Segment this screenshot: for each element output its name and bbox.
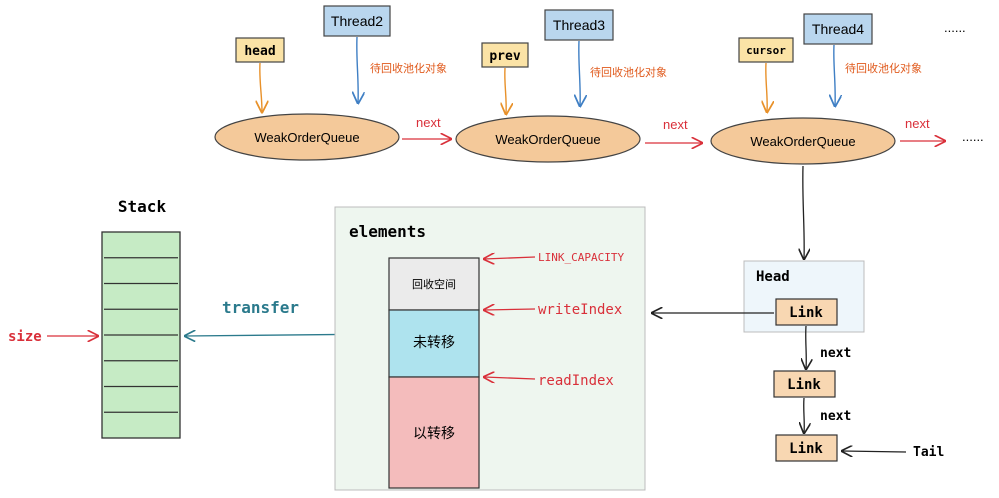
head-pointer-label: head bbox=[244, 44, 275, 59]
weak-order-queue-2-label: WeakOrderQueue bbox=[495, 132, 600, 147]
segment-pending bbox=[388, 309, 480, 378]
segment-pending-label: 未转移 bbox=[413, 335, 455, 351]
thread2-arrow bbox=[357, 36, 358, 103]
head-panel-title: Head bbox=[756, 269, 790, 285]
prev-pointer-box bbox=[481, 42, 529, 68]
elements-panel bbox=[334, 206, 646, 491]
weak-order-queue-3 bbox=[710, 117, 896, 165]
thread3-note: 待回收池化对象 bbox=[590, 65, 667, 79]
size-label: size bbox=[8, 329, 42, 345]
tail-label: Tail bbox=[913, 445, 944, 460]
head-pointer-arrow bbox=[260, 62, 262, 112]
prev-pointer-label: prev bbox=[489, 49, 520, 64]
thread2-box bbox=[323, 5, 391, 37]
link-capacity-arrow bbox=[484, 257, 536, 259]
queue-group-1: head Thread2 待回收池化对象 WeakOrderQueue next bbox=[214, 5, 451, 161]
thread3-box bbox=[544, 9, 614, 41]
stack-slots bbox=[104, 257, 178, 413]
thread4-box bbox=[803, 13, 873, 45]
read-index-label: readIndex bbox=[538, 373, 614, 389]
prev-pointer-arrow bbox=[505, 67, 506, 114]
queue1-next-label: next bbox=[416, 115, 441, 130]
cursor-pointer-box bbox=[738, 37, 794, 63]
segment-free bbox=[388, 257, 480, 311]
elements-group: elements 回收空间 未转移 以转移 LINK_CAPACITY writ… bbox=[334, 206, 646, 491]
read-index-arrow bbox=[484, 377, 536, 379]
thread4-label: Thread4 bbox=[812, 21, 864, 37]
segment-free-label: 回收空间 bbox=[412, 277, 456, 291]
elements-title: elements bbox=[349, 222, 426, 241]
weak-order-queue-3-label: WeakOrderQueue bbox=[750, 134, 855, 149]
queue-group-2: prev Thread3 待回收池化对象 WeakOrderQueue next bbox=[455, 9, 702, 163]
link-node-1 bbox=[775, 298, 838, 326]
link-node-2-label: Link bbox=[787, 377, 821, 393]
queue3-next-label: next bbox=[905, 116, 930, 131]
ellipsis-right: ...... bbox=[962, 129, 984, 144]
thread4-arrow bbox=[834, 44, 835, 106]
write-index-label: writeIndex bbox=[538, 302, 622, 318]
ellipsis-top: ...... bbox=[944, 20, 966, 35]
link-list-group: Head Link next Link next Link Tail bbox=[652, 165, 944, 462]
transfer-label: transfer bbox=[222, 298, 299, 317]
thread2-note: 待回收池化对象 bbox=[370, 61, 447, 75]
cursor-pointer-label: cursor bbox=[746, 44, 786, 57]
link-node-3-label: Link bbox=[789, 441, 823, 457]
weak-order-queue-1 bbox=[214, 113, 400, 161]
link1-next-label: next bbox=[820, 346, 851, 361]
stack-title: Stack bbox=[118, 197, 167, 216]
segment-done bbox=[388, 376, 480, 489]
stack-group: Stack size bbox=[8, 197, 181, 439]
segment-done-label: 以转移 bbox=[413, 426, 455, 442]
thread4-note: 待回收池化对象 bbox=[845, 61, 922, 75]
link2-next-label: next bbox=[820, 409, 851, 424]
queue-to-head-arrow bbox=[803, 165, 804, 259]
link-node-3 bbox=[775, 434, 838, 462]
weak-order-queue-2 bbox=[455, 115, 641, 163]
queue-group-3: cursor Thread4 待回收池化对象 WeakOrderQueue ne… bbox=[710, 13, 945, 165]
cursor-pointer-arrow bbox=[766, 62, 767, 112]
link2-next-arrow bbox=[804, 397, 805, 433]
write-index-arrow bbox=[484, 309, 536, 310]
link1-next-arrow bbox=[806, 325, 807, 369]
thread3-label: Thread3 bbox=[553, 17, 605, 33]
link-capacity-label: LINK_CAPACITY bbox=[538, 251, 624, 264]
link-node-2 bbox=[773, 370, 836, 398]
thread2-label: Thread2 bbox=[331, 13, 383, 29]
queue2-next-label: next bbox=[663, 117, 688, 132]
link-node-1-label: Link bbox=[789, 305, 823, 321]
thread3-arrow bbox=[579, 40, 580, 106]
weak-order-queue-1-label: WeakOrderQueue bbox=[254, 130, 359, 145]
tail-arrow bbox=[842, 451, 907, 452]
head-pointer-box bbox=[235, 37, 285, 63]
